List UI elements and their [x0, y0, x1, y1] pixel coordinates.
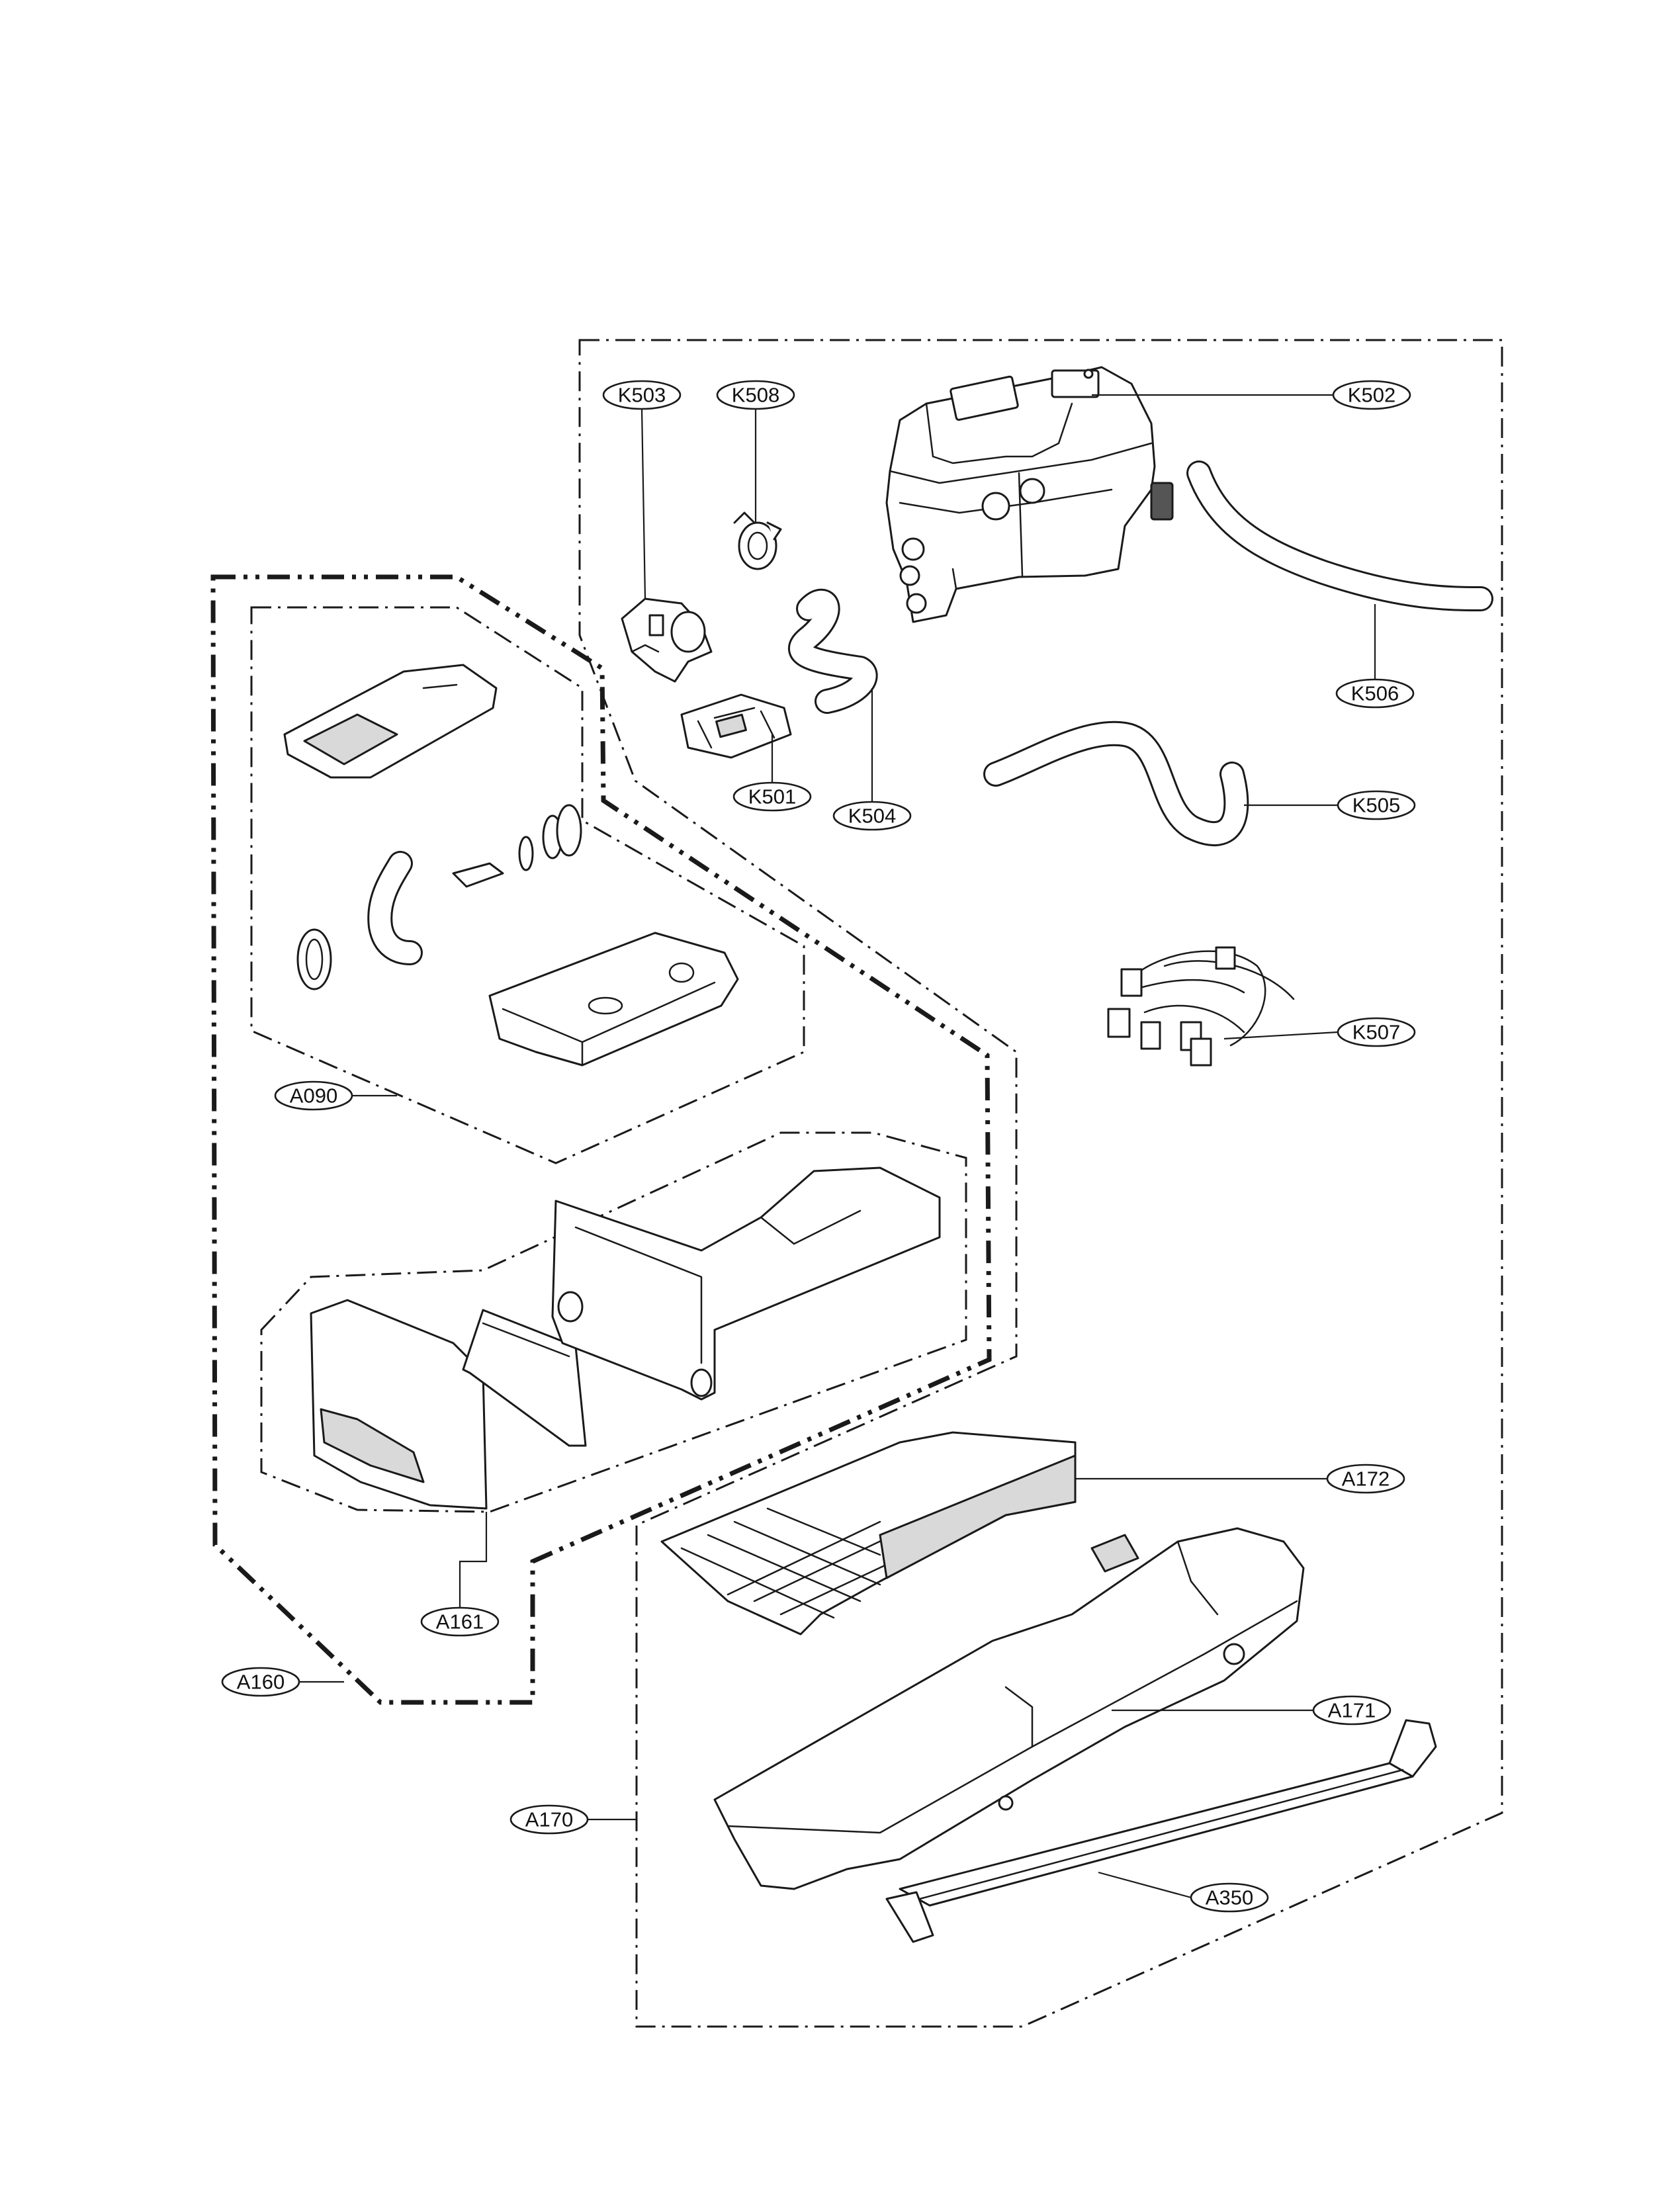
- steam-feeder-fittings-part: [296, 804, 582, 990]
- callout-k504: K504: [832, 801, 912, 831]
- callout-k505-label: K505: [1352, 794, 1400, 817]
- a090-group-boundary: [250, 606, 805, 1164]
- callout-k507-label: K507: [1352, 1021, 1400, 1044]
- callout-a172-label: A172: [1342, 1467, 1390, 1491]
- callout-k503-label: K503: [618, 384, 666, 407]
- k507-leader: [1223, 1031, 1339, 1040]
- callout-a172: A172: [1326, 1464, 1405, 1494]
- callout-k503: K503: [602, 380, 682, 410]
- callout-k508-label: K508: [732, 384, 779, 407]
- callout-a170-label: A170: [525, 1808, 573, 1831]
- k503-valve-part: [621, 597, 713, 683]
- a161-group-boundary: [260, 1131, 967, 1513]
- callout-a160: A160: [221, 1667, 300, 1697]
- callout-k508: K508: [716, 380, 795, 410]
- callout-a090: A090: [274, 1080, 353, 1111]
- callout-a350: A350: [1190, 1882, 1269, 1913]
- callout-k506: K506: [1335, 678, 1415, 709]
- a350-leader: [1098, 1871, 1192, 1899]
- a161-drawer-handle-part: [462, 1309, 587, 1447]
- callout-k502: K502: [1332, 380, 1411, 410]
- k506-hose-part: [1186, 460, 1493, 611]
- callout-k507: K507: [1337, 1017, 1416, 1047]
- a160-assembly-boundary: [210, 574, 992, 1705]
- k502-steam-generator-part: [885, 366, 1174, 623]
- a161-leader: [459, 1512, 488, 1608]
- k-assembly-boundary: [578, 339, 1503, 2028]
- callout-k502-label: K502: [1348, 384, 1395, 407]
- callout-a090-label: A090: [290, 1084, 337, 1108]
- callout-k505: K505: [1337, 790, 1416, 820]
- a161-drawer-front-part: [310, 1299, 488, 1510]
- k508-clamp-part: [733, 511, 782, 570]
- steam-feeder-tray-part: [488, 932, 739, 1067]
- callout-a161: A161: [420, 1606, 500, 1637]
- a161-drawer-body-part: [551, 1166, 941, 1401]
- callout-k504-label: K504: [848, 805, 896, 828]
- a350-bracket-part: [885, 1719, 1437, 1943]
- callout-a171: A171: [1312, 1695, 1392, 1726]
- callout-k501: K501: [732, 781, 812, 812]
- k501-bracket-part: [680, 693, 792, 759]
- k507-wire-harness-part: [1107, 946, 1295, 1067]
- callout-k506-label: K506: [1351, 682, 1399, 705]
- steam-feeder-cover-part: [283, 664, 498, 779]
- callout-a171-label: A171: [1328, 1699, 1376, 1722]
- callout-a160-label: A160: [237, 1671, 285, 1694]
- k503-leader: [641, 408, 646, 599]
- a171-housing-part: [713, 1527, 1305, 1890]
- k504-elbow-hose-part: [788, 588, 878, 714]
- callout-a161-label: A161: [436, 1610, 484, 1634]
- k505-hose-part: [983, 721, 1249, 847]
- callout-k501-label: K501: [748, 785, 796, 809]
- callout-a350-label: A350: [1206, 1886, 1253, 1909]
- callout-a170: A170: [509, 1804, 589, 1835]
- a172-grille-panel-part: [660, 1431, 1077, 1636]
